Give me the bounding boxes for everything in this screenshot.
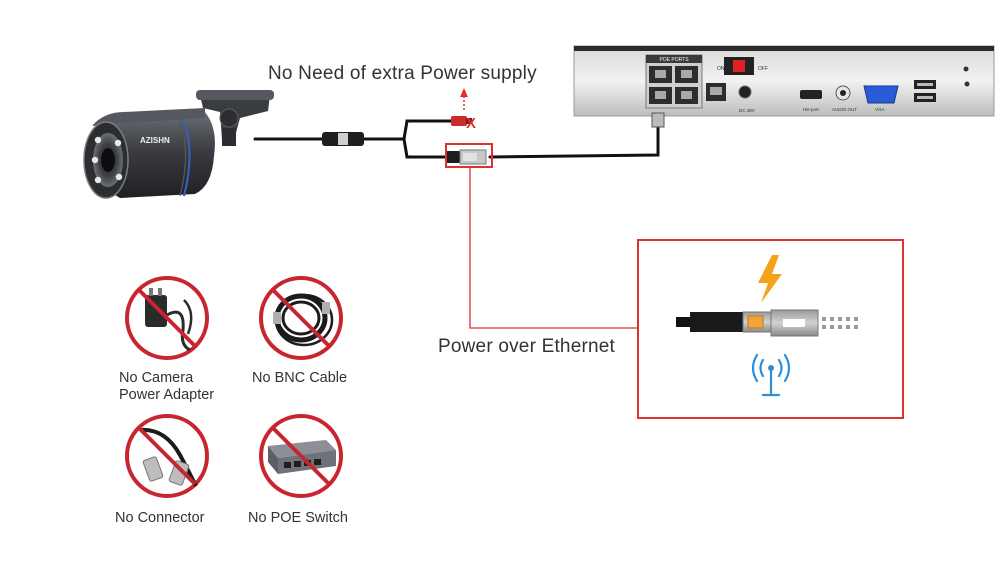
no-poe-switch-label: No POE Switch <box>248 510 348 526</box>
power-adapter-icon <box>125 276 209 360</box>
dc-power-jack-icon <box>738 85 752 99</box>
camera-brand-label: AZISHN <box>140 136 170 145</box>
hdmi-port-icon <box>800 90 822 99</box>
dc-label: DC 48V <box>739 108 755 113</box>
switch-off-label: OFF <box>758 66 768 72</box>
poe-label: Power over Ethernet <box>438 336 615 357</box>
poe-ports-label: POE PORTS <box>659 57 689 63</box>
poe-leader-line <box>469 167 638 329</box>
no-extra-power-label: No Need of extra Power supply <box>268 63 537 84</box>
vga-label: VGA <box>875 107 885 112</box>
cable-splitter-icon <box>322 132 364 146</box>
poe-ports-icon <box>645 54 703 109</box>
arrow-up-icon <box>460 88 468 110</box>
poe-switch-icon <box>259 414 343 498</box>
no-adapter-label: No Camera Power Adapter <box>119 370 249 404</box>
nvr-recorder-icon: POE PORTS ON OFF DC 48V HD-port AUDIO OU… <box>573 45 995 117</box>
nvr-cable-plug-icon <box>651 112 665 128</box>
rj45-highlight-box <box>445 143 493 168</box>
bullet-camera-icon <box>83 90 274 199</box>
x-mark: X <box>466 115 476 132</box>
cables <box>253 119 660 159</box>
dc-connector-icon <box>451 116 472 126</box>
hdmi-label: HD-port <box>803 107 820 112</box>
signal-antenna-icon <box>751 353 791 397</box>
lightning-icon <box>758 255 782 303</box>
switch-on-label: ON <box>717 66 725 72</box>
no-connector-label: No Connector <box>115 510 205 526</box>
no-adapter-label-line2: Power Adapter <box>119 387 215 403</box>
rj45-cable-icon <box>676 309 858 337</box>
vga-port-icon <box>863 85 899 104</box>
no-bnc-label: No BNC Cable <box>252 370 348 386</box>
rj45-plug-icon <box>446 149 487 165</box>
bnc-connector-icon <box>125 414 209 498</box>
audio-label: AUDIO OUT <box>832 107 857 112</box>
poe-detail-box <box>637 239 904 419</box>
bnc-cable-icon <box>259 276 343 360</box>
no-adapter-label-line1: No Camera <box>119 370 194 386</box>
